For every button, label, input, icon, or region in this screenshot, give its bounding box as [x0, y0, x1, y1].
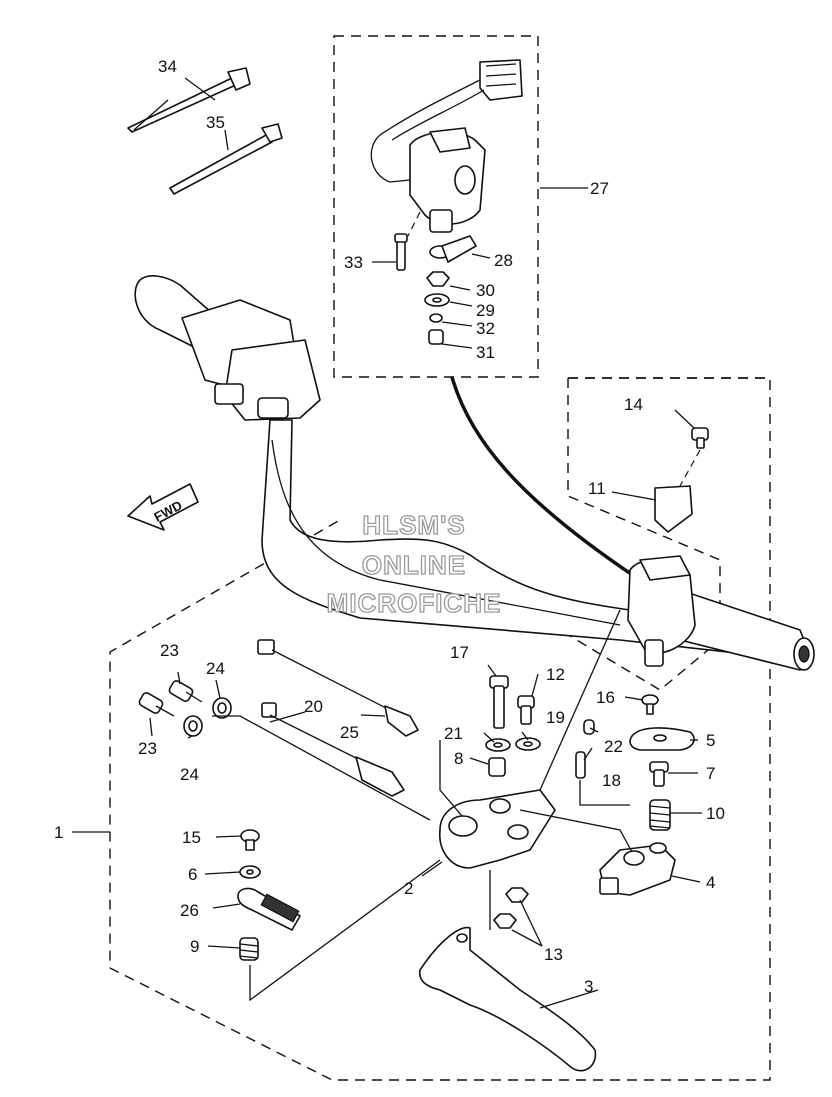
part-6-washer: [239, 865, 261, 879]
callout-6: 6: [188, 865, 197, 884]
callout-15: 15: [182, 828, 201, 847]
part-20-cable: [261, 702, 405, 797]
part-15-screw: [240, 829, 260, 851]
callout-26: 26: [180, 901, 199, 920]
part-4-lever-bracket: [599, 842, 676, 896]
handlebar: [261, 419, 801, 661]
callout-18: 18: [602, 771, 621, 790]
callout-32: 32: [476, 319, 495, 338]
callout-34: 34: [158, 57, 177, 76]
part-28-bracket: [429, 235, 477, 263]
part-11-clip: [654, 485, 693, 533]
part-14-screw: [691, 427, 709, 449]
callout-13: 13: [544, 945, 563, 964]
left-grip-housing: [134, 275, 321, 421]
callout-10: 10: [706, 804, 725, 823]
watermark: HLSM'S ONLINE MICROFICHE: [326, 509, 502, 618]
part-24-locknut-lower: [183, 715, 203, 737]
watermark-line-2: ONLINE: [362, 550, 466, 580]
callout-31: 31: [476, 343, 495, 362]
callout-8: 8: [454, 749, 463, 768]
callout-24b: 24: [180, 765, 199, 784]
callout-5: 5: [706, 731, 715, 750]
callout-7: 7: [706, 764, 715, 783]
part-24-locknut-upper: [212, 697, 232, 719]
watermark-line-3: MICROFICHE: [327, 588, 502, 618]
callout-29: 29: [476, 301, 495, 320]
part-35-cable-tie: [169, 123, 283, 195]
part-7-plunger: [649, 761, 669, 787]
part-10-spring: [649, 799, 671, 831]
part-12-bolt: [517, 695, 535, 725]
part-19-washer: [515, 737, 541, 751]
callout-12: 12: [546, 665, 565, 684]
part-14-leader-dash: [679, 449, 701, 487]
callout-9: 9: [190, 937, 199, 956]
callout-17: 17: [450, 643, 469, 662]
callout-24a: 24: [206, 659, 225, 678]
part-3-lever: [418, 926, 597, 1072]
part-23-adjuster-upper: [168, 680, 203, 703]
part-18-pin: [575, 751, 586, 779]
switch-group-leader-dash: [407, 211, 421, 237]
part-13-nuts: [493, 887, 529, 929]
switch-assembly-group-outline: [333, 35, 539, 378]
part-33-screw: [394, 233, 408, 271]
callout-33: 33: [344, 253, 363, 272]
callout-3: 3: [584, 977, 593, 996]
callout-20: 20: [304, 697, 323, 716]
leader-lines: [72, 77, 702, 1009]
right-switch-group-outline: [109, 377, 771, 1081]
callout-30: 30: [476, 281, 495, 300]
part-8-collar: [488, 757, 506, 777]
part-21-washer: [485, 738, 511, 752]
callout-16: 16: [596, 688, 615, 707]
part-30-nut: [426, 271, 450, 287]
lever-assembly-group-outline: [559, 378, 721, 691]
callout-22: 22: [604, 737, 623, 756]
forward-direction-arrow: [127, 483, 199, 531]
callout-23b: 23: [138, 739, 157, 758]
callout-14: 14: [624, 395, 643, 414]
callout-11: 11: [588, 479, 606, 498]
part-34-cable-tie: [127, 67, 251, 133]
part-5-plate: [629, 727, 695, 751]
callout-23a: 23: [160, 641, 179, 660]
part-2-lever-holder: [439, 789, 556, 869]
callout-labels: 1 2 3 4 5 6 7 8 9 10 11 12 13 14 15 16 1…: [54, 57, 725, 996]
part-32-spring-washer: [429, 313, 443, 323]
part-31-bolt: [428, 329, 444, 345]
callout-1: 1: [54, 823, 63, 842]
switch-assembly-27: [370, 59, 523, 233]
callout-35: 35: [206, 113, 225, 132]
part-22-pin: [583, 719, 595, 735]
callout-28: 28: [494, 251, 513, 270]
watermark-line-1: HLSM'S: [362, 510, 465, 540]
part-9-spring: [239, 937, 259, 961]
callout-19: 19: [546, 708, 565, 727]
callout-4: 4: [706, 873, 715, 892]
part-23-adjuster-lower: [138, 692, 175, 717]
right-grip-housing: [627, 555, 815, 671]
part-25-cable: [257, 639, 419, 737]
switch-wire-harness: [450, 376, 641, 582]
callout-21: 21: [444, 724, 463, 743]
part-29-washer: [424, 293, 450, 307]
callout-27: 27: [590, 179, 609, 198]
callout-25: 25: [340, 723, 359, 742]
part-16-screw: [641, 694, 659, 715]
part-26-switch: [237, 887, 301, 931]
part-17-bolt: [489, 675, 509, 729]
callout-2: 2: [404, 879, 413, 898]
